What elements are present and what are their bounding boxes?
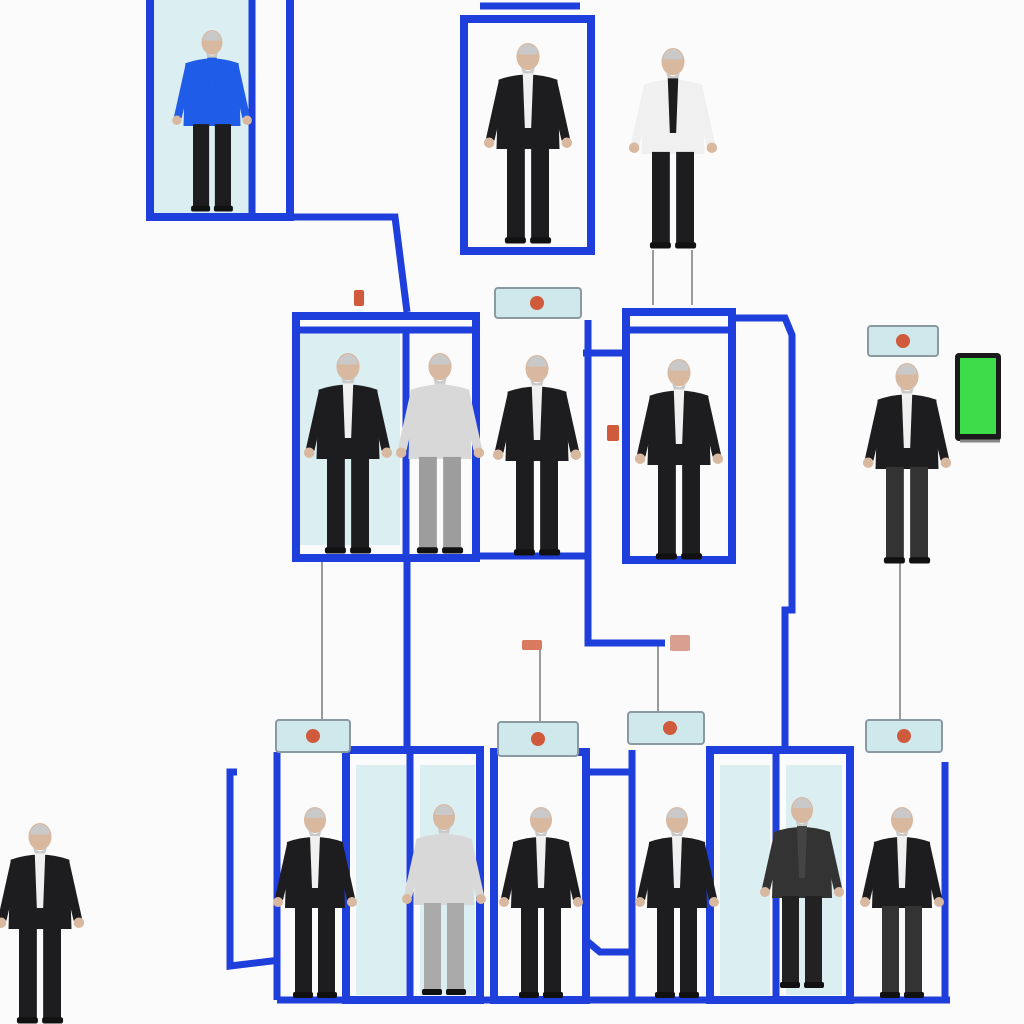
connector-wire [226,768,281,970]
indicator-light [354,290,364,306]
booth-frame [460,15,595,255]
connector-wire [286,0,411,313]
booth-frame [622,308,736,564]
sign-plate-icon [627,711,705,745]
sign-plate-icon [865,719,943,753]
indicator-light [607,425,619,441]
green-display-icon [955,353,1001,443]
indicator-light [670,635,690,651]
connector-wire [584,320,665,647]
sign-plate-icon [497,721,579,757]
booth-frame [146,0,294,221]
booth-backdrop [356,765,406,995]
sign-plate-icon [275,719,351,753]
sign-plate-icon [494,287,582,319]
sign-plate-icon [867,325,939,357]
indicator-light [522,640,542,650]
person-figure-icon [0,822,85,1024]
person-figure-icon [483,42,573,244]
person-figure-icon [628,47,718,249]
person-figure-icon [862,362,952,564]
connector-wire [585,939,632,956]
person-figure-icon [634,358,724,560]
person-figure-icon [492,354,582,556]
connector-wire [733,314,796,748]
person-figure-icon [499,807,583,998]
person-figure-icon [860,807,944,998]
booth-backdrop [720,765,770,995]
